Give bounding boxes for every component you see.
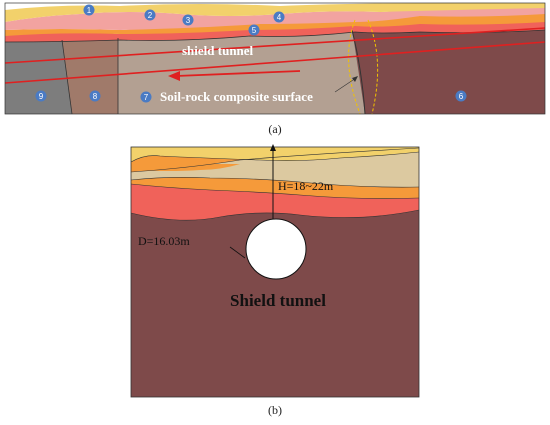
depth-arrow-head — [270, 144, 276, 151]
panel-a-frame — [4, 2, 546, 115]
panel-a-section: shield tunnel Soil-rock composite surfac… — [4, 2, 546, 115]
layer-marker-6: 6 — [455, 90, 467, 102]
caption-b: (b) — [268, 403, 282, 417]
boundary-1-b — [130, 151, 420, 163]
layer-9-zone — [5, 40, 72, 114]
boundary-2-b — [130, 147, 420, 173]
composite-surface-dash-right — [367, 19, 379, 115]
layer-1-yellow — [5, 2, 545, 23]
layer-marker-7: 7 — [140, 91, 152, 103]
shield-tunnel-label-a: shield tunnel — [182, 43, 254, 58]
layer-marker-4: 4 — [273, 11, 285, 23]
layer-boundary-line — [4, 29, 546, 43]
layer-marker-3: 3 — [182, 14, 194, 26]
svg-text:5: 5 — [252, 26, 257, 35]
panel-b-frame — [130, 146, 420, 398]
svg-text:8: 8 — [93, 92, 98, 101]
layer-4-orange — [5, 12, 545, 36]
svg-text:3: 3 — [186, 16, 191, 25]
tunnel-cross-section — [245, 218, 307, 280]
tunnel-line-bottom — [4, 41, 546, 84]
layer-marker-1: 1 — [83, 4, 95, 16]
leader-arrow-head — [352, 76, 358, 82]
svg-text:4: 4 — [277, 13, 282, 22]
diameter-label: D=16.03m — [138, 234, 190, 248]
caption-a: (a) — [268, 122, 281, 136]
svg-text:1: 1 — [87, 6, 92, 15]
depth-label: H=18~22m — [278, 179, 334, 193]
yellow-top-b — [131, 147, 419, 162]
layer-6-dark-rock — [352, 20, 545, 114]
svg-text:2: 2 — [148, 11, 153, 20]
svg-text:9: 9 — [39, 92, 44, 101]
layer-marker-5: 5 — [248, 24, 260, 36]
surface-leader-line — [334, 77, 357, 93]
fault-line-left — [61, 39, 73, 115]
tunnel-line-top — [4, 27, 546, 64]
soil-rock-surface-label: Soil-rock composite surface — [160, 89, 313, 104]
layer-marker-9: 9 — [35, 90, 47, 102]
layer-marker-2: 2 — [144, 9, 156, 21]
arrow-head — [168, 71, 180, 81]
svg-text:6: 6 — [459, 92, 464, 101]
boundary-4-b — [130, 183, 420, 199]
layer-marker-8: 8 — [89, 90, 101, 102]
boundary-5-b — [130, 209, 420, 221]
diameter-leader-line — [229, 246, 246, 259]
driving-direction-arrow — [175, 70, 301, 77]
svg-text:7: 7 — [144, 93, 149, 102]
panel-b-section: H=18~22m D=16.03m Shield tunnel — [130, 144, 420, 398]
shield-tunnel-label-b: Shield tunnel — [230, 291, 326, 310]
boundary-3-b — [130, 177, 420, 188]
rock-soil-boundary — [351, 29, 366, 115]
